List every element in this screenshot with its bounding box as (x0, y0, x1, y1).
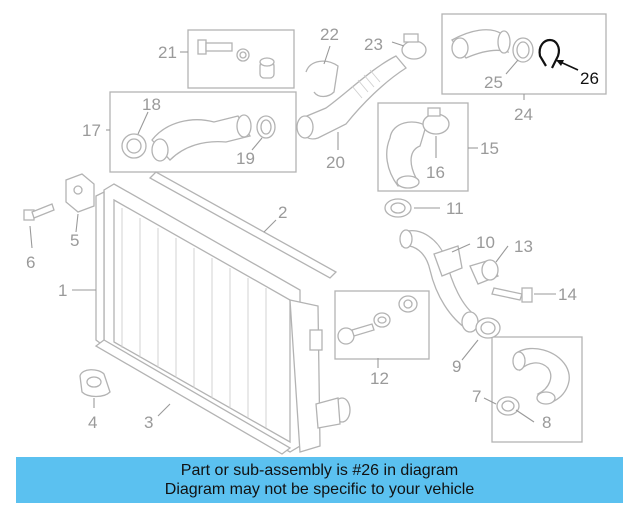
callout-2: 2 (278, 203, 287, 222)
intercooler-1-icon (95, 183, 351, 453)
callout-9: 9 (452, 357, 461, 376)
group-box-15 (377, 102, 469, 192)
group-box-7 (491, 336, 583, 443)
clamp-23-icon (401, 33, 427, 60)
clamp-18-icon (121, 133, 147, 159)
bolt-21-icon (197, 39, 233, 55)
parts-diagram: 1 2 3 4 5 6 7 8 9 10 11 12 13 14 15 16 1… (23, 13, 607, 455)
callout-4: 4 (88, 413, 97, 432)
bolt-6-icon (23, 203, 55, 221)
clamp-16-icon (422, 107, 450, 135)
banner-line-2: Diagram may not be specific to your vehi… (164, 481, 475, 498)
callout-12: 12 (370, 369, 389, 388)
callout-14: 14 (558, 285, 577, 304)
callout-18: 18 (142, 95, 161, 114)
bolt-12-icon (337, 323, 375, 345)
callout-16: 16 (426, 163, 445, 182)
clamp-11-icon (384, 198, 412, 218)
callout-24: 24 (514, 105, 533, 124)
grommet-21-icon (236, 48, 250, 62)
retaining-clip-26-icon (538, 38, 560, 69)
callout-11: 11 (446, 199, 464, 218)
leader-lines (29, 41, 579, 423)
pipe-10-icon (399, 229, 479, 333)
charge-pipe-end-icon (296, 115, 314, 139)
bolt-14-icon (491, 287, 533, 303)
o-ring-19-icon (256, 115, 276, 139)
clamp-8-icon (496, 396, 520, 416)
banner-line-1: Part or sub-assembly is #26 in diagram (180, 462, 459, 479)
callout-labels: 1 2 3 4 5 6 7 8 9 10 11 12 13 14 15 16 1… (26, 25, 599, 432)
clip-22-icon (305, 60, 339, 98)
callout-10: 10 (476, 233, 495, 252)
callout-25: 25 (484, 73, 503, 92)
callout-7: 7 (472, 387, 481, 406)
bushing-21-icon (259, 57, 275, 79)
callout-23: 23 (364, 35, 383, 54)
callout-3: 3 (144, 413, 153, 432)
hose-17-icon (151, 114, 252, 162)
callout-22: 22 (320, 25, 339, 44)
group-box-12 (334, 290, 430, 360)
callout-8: 8 (542, 413, 551, 432)
hose-7-icon (512, 347, 570, 405)
charge-pipe-ribs-icon (351, 69, 381, 99)
callout-6: 6 (26, 253, 35, 272)
callout-21: 21 (158, 43, 177, 62)
callout-19: 19 (236, 149, 255, 168)
callout-26: 26 (580, 69, 599, 88)
callout-17: 17 (82, 121, 101, 140)
callout-13: 13 (514, 237, 533, 256)
callout-15: 15 (480, 139, 499, 158)
seal-strip-2-icon (148, 171, 338, 279)
grommet-12b-icon (398, 295, 418, 313)
callout-5: 5 (70, 231, 79, 250)
clamp-9-icon (475, 317, 501, 339)
bracket-5-icon (65, 173, 95, 213)
sensor-13-icon (469, 259, 499, 285)
group-box-17 (109, 91, 297, 173)
seal-strip-3-icon (94, 339, 292, 455)
grommet-12a-icon (373, 312, 391, 328)
group-box-21 (187, 29, 295, 89)
o-ring-25-icon (512, 37, 534, 63)
hose-24-icon (451, 29, 511, 59)
callout-20: 20 (326, 153, 345, 172)
mount-4-icon (79, 369, 111, 398)
callout-1: 1 (58, 281, 67, 300)
elbow-15-icon (386, 121, 427, 189)
info-banner: Part or sub-assembly is #26 in diagram D… (16, 457, 623, 503)
